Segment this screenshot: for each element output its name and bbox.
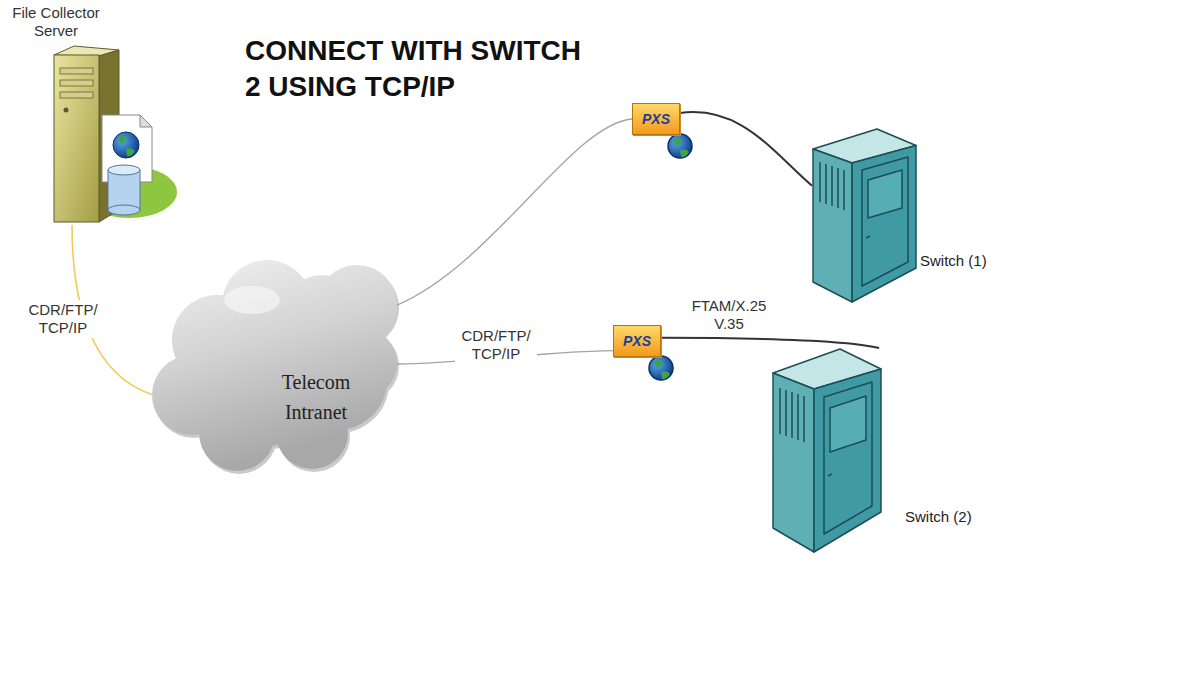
diagram-title: CONNECT WITH SWITCH 2 USING TCP/IP — [245, 33, 592, 105]
switch-node: Switch (1) — [812, 128, 1119, 303]
switch-cabinet — [813, 129, 916, 302]
connector — [661, 338, 879, 348]
node-label: Switch (1) — [920, 252, 1200, 270]
connector — [680, 112, 812, 186]
pxs-box: PXS — [613, 325, 661, 357]
connector — [397, 119, 632, 305]
cloud-node: Telecom Intranet — [152, 255, 397, 473]
node-label: Telecom Intranet — [260, 367, 372, 427]
node-label: PXS — [642, 111, 670, 127]
node-label: PXS — [623, 333, 651, 349]
edge-label: CDR/FTP/ TCP/IP — [22, 300, 104, 338]
globe-icon — [668, 134, 692, 158]
switch-node: Switch (2) — [772, 348, 1129, 553]
edge-label: CDR/FTP/ TCP/IP — [455, 326, 537, 364]
edge-label: FTAM/X.25 V.35 — [684, 296, 774, 334]
cloud-shape — [152, 260, 399, 474]
globe-icon — [649, 356, 673, 380]
server-node: File Collector Server — [4, 4, 174, 225]
switch-cabinet — [773, 349, 881, 552]
pxs-box: PXS — [632, 103, 680, 135]
node-label: File Collector Server — [4, 4, 108, 40]
server-icon — [54, 46, 177, 222]
node-label: Switch (2) — [905, 508, 1200, 526]
